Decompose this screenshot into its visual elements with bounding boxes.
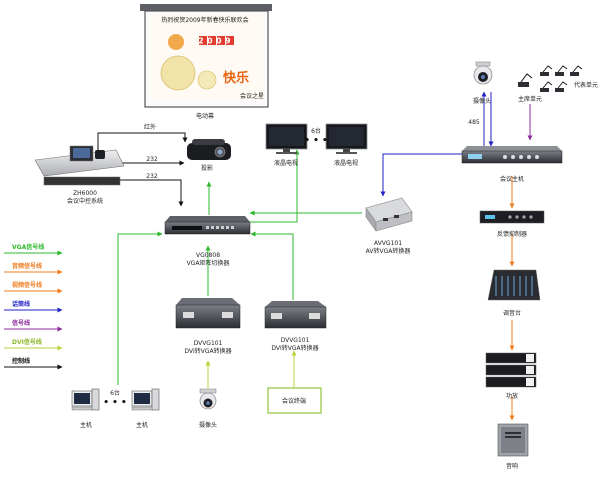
legend-item: VGA信号线 xyxy=(4,243,63,256)
legend-item: DVI信号线 xyxy=(4,338,63,351)
legend-label: 视频信号线 xyxy=(12,281,42,289)
conference-host: 会议主机 xyxy=(461,146,563,183)
projector: 投影 xyxy=(187,139,231,172)
rs232-label-a: 232 xyxy=(146,156,158,163)
video-host-to-avvg xyxy=(380,153,463,197)
av-to-vga-converter: AVVG101 AV转VGA转换器 xyxy=(365,197,413,255)
speaker: 音响 xyxy=(497,423,529,470)
legend-label: 信号线 xyxy=(12,319,30,327)
camera-bottom-label: 摄像头 xyxy=(199,421,217,429)
legend-item: 信号线 xyxy=(4,319,63,332)
lcd-right-label: 液晶电视 xyxy=(334,159,358,167)
central-model: ZH6000 xyxy=(73,190,97,197)
infrared-link xyxy=(97,132,188,150)
screen-big-text: 快乐 xyxy=(223,70,249,86)
rs232-link-matrix xyxy=(118,179,184,207)
legend-item: 话筒线 xyxy=(4,300,63,313)
dvvg-right-name: DVI转VGA转换器 xyxy=(271,344,318,352)
camera-top-label: 摄像头 xyxy=(473,97,491,105)
rs232-label-b: 232 xyxy=(146,173,158,180)
avvg-model: AVVG101 xyxy=(374,240,402,247)
feedback-label: 反馈抑制器 xyxy=(497,230,527,238)
legend-label: 控制线 xyxy=(12,357,30,365)
host-pc-left: 主机 xyxy=(71,388,100,429)
delegate-units: 代表单元 xyxy=(540,65,598,92)
lcd-count-label: 6台 xyxy=(311,127,321,135)
delegate-unit-label: 代表单元 xyxy=(574,81,598,89)
host-pc-right: 主机 xyxy=(131,388,160,429)
vga-matrix-to-lcd xyxy=(250,149,300,223)
screen-ball-big xyxy=(160,55,196,91)
screen-ball-small xyxy=(197,70,217,90)
screen-year: 2009 xyxy=(198,37,234,46)
amplifier-label: 功放 xyxy=(506,392,518,400)
conf-host-label: 会议主机 xyxy=(500,175,524,183)
central-name: 会议中控系统 xyxy=(67,197,103,205)
mixer-label: 调音台 xyxy=(503,309,521,317)
speaker-label: 音响 xyxy=(506,462,518,470)
meeting-terminal: 会议终端 xyxy=(267,387,322,414)
camera-bottom: 摄像头 xyxy=(199,388,217,429)
terminal-label: 会议终端 xyxy=(282,397,306,405)
legend-item: 视频信号线 xyxy=(4,281,63,294)
chair-unit-label: 主席单元 xyxy=(518,95,542,103)
screen-mascot-head xyxy=(168,34,184,50)
projection-screen: 热烈祝贺2009年新春快乐联欢会 2009 快乐 会议之星 电动幕 xyxy=(140,4,272,120)
legend-label: VGA信号线 xyxy=(12,243,44,251)
dvi-vga-converter-left: DVVG101 DVI转VGA转换器 xyxy=(175,298,241,355)
host-right-label: 主机 xyxy=(136,421,148,429)
host-left-label: 主机 xyxy=(80,421,92,429)
dvvg-right-model: DVVG101 xyxy=(281,337,310,344)
dvvg-left-model: DVVG101 xyxy=(194,340,223,347)
matrix-model: VG0808 xyxy=(196,252,220,259)
camera-top: 摄像头 xyxy=(473,61,493,105)
legend: VGA信号线 音频信号线 视频信号线 话筒线 信号线 DVI信号线 控制线 xyxy=(4,243,63,370)
mixer-console: 调音台 xyxy=(487,269,541,317)
connections xyxy=(97,91,533,421)
vga-dvvg-right-to-matrix xyxy=(250,231,294,300)
chair-unit: 主席单元 xyxy=(518,73,542,103)
host-ellipsis: • • • xyxy=(103,398,127,408)
legend-label: 话筒线 xyxy=(12,300,30,308)
legend-item: 音频信号线 xyxy=(4,262,63,275)
legend-label: DVI信号线 xyxy=(12,338,42,346)
infrared-label: 红外 xyxy=(144,123,156,131)
host-count-label: 6台 xyxy=(110,389,120,397)
lcd-ellipsis: • • • xyxy=(304,136,328,146)
dvvg-left-name: DVI转VGA转换器 xyxy=(184,347,231,355)
legend-item: 控制线 xyxy=(4,357,63,370)
screen-label: 电动幕 xyxy=(196,112,214,120)
projector-label: 投影 xyxy=(201,164,213,172)
screen-logo: 会议之星 xyxy=(240,92,264,100)
lcd-tv-left: 液晶电视 xyxy=(265,123,308,167)
lcd-tv-right: 液晶电视 xyxy=(325,123,368,167)
feedback-suppressor: 反馈抑制器 xyxy=(479,210,545,238)
vga-hosts-to-matrix xyxy=(117,231,163,385)
rs485-label: 485 xyxy=(468,119,480,126)
dvi-vga-converter-right: DVVG101 DVI转VGA转换器 xyxy=(264,301,327,352)
amplifier: 功放 xyxy=(485,352,537,400)
vga-matrix-switcher: VG0808 VGA矩阵切换器 xyxy=(164,216,251,267)
matrix-name: VGA矩阵切换器 xyxy=(187,259,230,267)
legend-label: 音频信号线 xyxy=(12,262,42,270)
screen-banner-line: 热烈祝贺2009年新春快乐联欢会 xyxy=(161,16,248,24)
lcd-left-label: 液晶电视 xyxy=(274,159,298,167)
avvg-name: AV转VGA转换器 xyxy=(366,247,411,255)
central-control-system: ZH6000 会议中控系统 xyxy=(34,145,125,205)
